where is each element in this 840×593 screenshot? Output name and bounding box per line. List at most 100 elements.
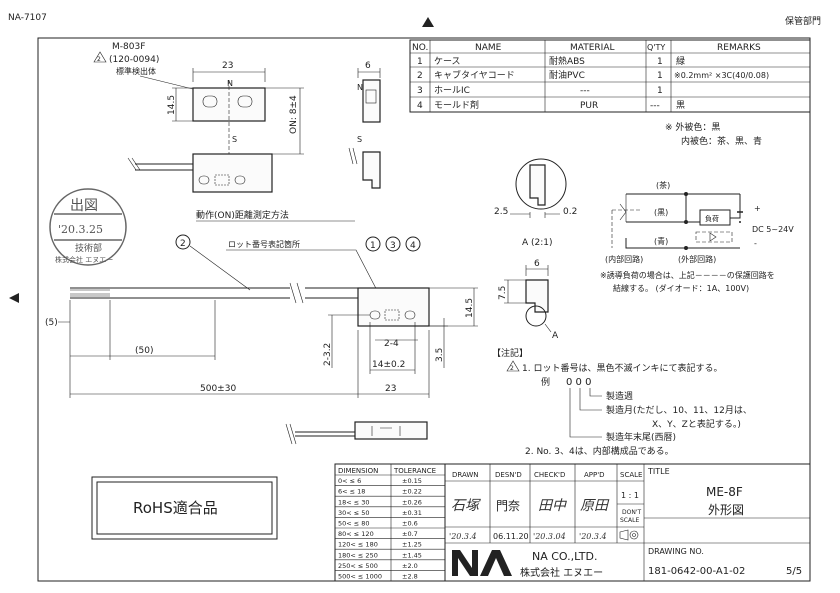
dim-23: 23	[385, 384, 396, 394]
tolerance-dimension: 6< ≤ 18	[338, 488, 365, 496]
sig-check: 田中	[538, 498, 567, 514]
measurement-caption: 動作(ON)距離測定方法	[196, 209, 289, 221]
protection-diode-box	[695, 231, 733, 243]
pole-n-top: N	[227, 79, 233, 88]
table-cell: PUR	[580, 101, 598, 111]
label-checkd: CHECK'D	[534, 471, 565, 479]
table-cell: 1	[417, 57, 423, 67]
doc-code: NA-7107	[8, 13, 47, 23]
svg-text:2: 2	[97, 56, 101, 63]
cable-main	[70, 287, 358, 299]
revision-triangle	[93, 51, 107, 63]
parts-header-no: NO.	[412, 43, 428, 53]
table-cell: 4	[417, 101, 423, 111]
dim-5: (5)	[45, 318, 58, 328]
na-logo	[452, 550, 512, 576]
svg-text:2: 2	[510, 365, 514, 372]
tolerance-value: ±0.31	[402, 509, 422, 517]
tolerance-dimension: 30< ≤ 50	[338, 509, 370, 517]
date-app: '20.3.4	[579, 532, 607, 541]
callout-1: 1	[370, 241, 376, 251]
on-distance-dim: ON: 8±4	[289, 95, 299, 134]
drawing-no: 181-0642-00-A1-02	[648, 566, 745, 577]
tolerance-table: DIMENSION TOLERANCE 0< ≤ 6±0.156< ≤ 18±0…	[334, 463, 446, 582]
center-mark-top	[422, 17, 434, 27]
parts-header-qty: Q'TY	[647, 43, 665, 52]
stamp-date: '20.3.25	[58, 223, 103, 236]
main-view: 2 1 3 4 ロット番号表記箇所 (5) (50) 500±30 23 14	[45, 234, 478, 445]
tolerance-dimension: 250< ≤ 500	[338, 562, 378, 570]
table-cell: ケース	[434, 56, 461, 67]
detail-a-caption: A (2:1)	[522, 238, 553, 248]
transistor-icon	[619, 194, 627, 222]
table-cell: 1	[657, 86, 663, 96]
tolerance-dimension: 50< ≤ 80	[338, 520, 370, 528]
rohs-label: RoHS適合品	[133, 499, 218, 517]
storage-dept-label: 保管部門	[785, 15, 821, 27]
tolerance-dimension: 500< ≤ 1000	[338, 573, 382, 581]
supply-voltage: DC 5~24V	[752, 225, 794, 234]
callout-3: 3	[390, 241, 396, 251]
dim-top-height: 14.5	[167, 95, 177, 115]
dim-500: 500±30	[200, 384, 236, 394]
stamp-dept: 技術部	[75, 242, 102, 254]
tol-header-dim: DIMENSION	[338, 467, 378, 475]
tolerance-value: ±1.45	[402, 551, 422, 559]
table-cell: 耐油PVC	[549, 69, 585, 81]
detail-a-circle	[515, 158, 567, 210]
table-cell: 黒	[676, 100, 685, 111]
table-cell: 1	[657, 57, 663, 67]
supply-minus: -	[754, 239, 757, 248]
dim-2-4: 2-4	[384, 339, 399, 349]
detail-end-view: 6 7.5 A	[498, 259, 559, 341]
table-cell: 1	[657, 71, 663, 81]
inner-color-note: 内被色：茶、黒、青	[681, 135, 762, 147]
detail-a-dim-left: 2.5	[494, 207, 508, 217]
title-block: DRAWN DESN'D CHECK'D APP'D SCALE 石塚 門奈 田…	[444, 463, 811, 582]
scale-value: 1 : 1	[621, 491, 639, 500]
diode-icon	[709, 232, 717, 242]
tolerance-value: ±0.7	[402, 530, 418, 538]
side-view: 6 N S	[348, 61, 381, 189]
wire-blue-label: (青)	[654, 236, 668, 246]
pole-n-side: N	[357, 83, 363, 92]
external-circuit-label: (外部回路)	[678, 254, 716, 264]
note-month: 製造月(ただし、10、11、12月は、	[606, 404, 752, 416]
tolerance-value: ±1.25	[402, 541, 422, 549]
wire-brown-label: (茶)	[656, 180, 670, 190]
table-cell: 緑	[676, 55, 685, 67]
example-label: 例	[541, 376, 550, 388]
release-stamp: 出図 '20.3.25 技術部 株式会社 エヌエー	[49, 188, 127, 266]
sig-drawn: 石塚	[451, 498, 481, 514]
table-cell: モールド剤	[434, 99, 479, 111]
wire-black-label: (黒)	[654, 208, 668, 217]
callout-4: 4	[410, 241, 416, 251]
tolerance-dimension: 180< ≤ 250	[338, 551, 378, 559]
end-dim-width: 6	[534, 259, 540, 269]
circuit-diagram: (茶) (黒) (青) 負荷 + DC 5~24V - (内部回路) (外部回路…	[600, 180, 794, 293]
table-cell: ホールIC	[434, 85, 470, 96]
notes-heading: 【注記】	[492, 347, 528, 359]
cable-top	[135, 163, 193, 171]
marker-note: 標準検出体	[116, 66, 156, 76]
company-en: NA CO.,LTD.	[532, 550, 597, 563]
dont-scale-1: DON'T	[622, 509, 641, 516]
revision-note: (120-0094)	[109, 55, 159, 65]
parts-header-remarks: REMARKS	[717, 43, 761, 53]
side-marker	[362, 79, 381, 123]
internal-circuit-label: (内部回路)	[605, 254, 643, 264]
company-jp: 株式会社 エヌエー	[520, 566, 603, 579]
stamp-company: 株式会社 エヌエー	[55, 255, 113, 264]
example-code: 0 0 0	[566, 377, 591, 388]
title-line-1: ME-8F	[706, 485, 743, 499]
title-label: TITLE	[647, 467, 670, 476]
end-view-body	[525, 279, 549, 313]
label-appd: APP'D	[584, 471, 605, 479]
dim-50: (50)	[135, 346, 153, 356]
drawing-no-label: DRAWING NO.	[648, 547, 704, 556]
detail-a-dim-right: 0.2	[563, 207, 577, 217]
side-sensor	[362, 151, 381, 189]
note-year: 製造年末尾(西暦)	[606, 431, 676, 443]
tolerance-dimension: 120< ≤ 180	[338, 541, 378, 549]
